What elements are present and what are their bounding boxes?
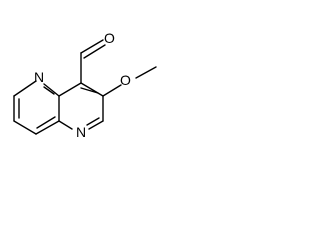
- bond-c7-c8: [80, 82, 104, 97]
- bond-c8-c8a: [58, 82, 82, 97]
- bond-c7-c8-inner: [80, 87, 99, 94]
- bond-c4a-n5: [58, 120, 73, 130]
- bond-cho-o-inner: [83, 44, 106, 59]
- bond-n5-c6-inner: [86, 117, 100, 126]
- bond-c8a-n1-inner: [43, 86, 55, 95]
- bond-c4-c4a: [35, 120, 60, 135]
- bond-n1-c2: [13, 80, 37, 97]
- bond-o-ch3: [135, 66, 157, 79]
- bond-c8a-n1: [43, 83, 60, 97]
- bond-c4-c4a-inner: [36, 116, 56, 129]
- bond-c3-c4: [13, 120, 37, 135]
- atom-o-aldehyde-label: O: [104, 30, 115, 46]
- atom-n1-label: N: [34, 69, 44, 85]
- bond-n5-c6: [88, 120, 104, 130]
- atom-n5-label: N: [76, 124, 86, 140]
- bond-cho-o: [80, 39, 104, 54]
- molecule-structure: N N O O: [13, 30, 157, 140]
- atom-o-methoxy-label: O: [120, 72, 131, 88]
- bond-c7-o: [102, 84, 122, 97]
